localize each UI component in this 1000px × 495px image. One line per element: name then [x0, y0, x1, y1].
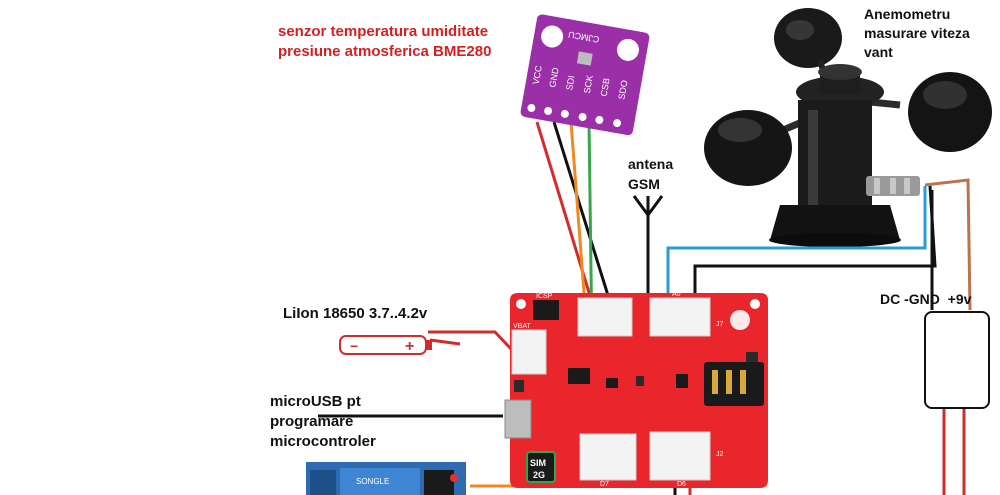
- battery-icon: − +: [339, 335, 432, 355]
- sim-2g-badge: [526, 451, 556, 483]
- antenna-label-line2: GSM: [628, 176, 660, 192]
- bme280-sensor-board: CJMCU VCC GND SDI SCK CSB SDO: [520, 14, 650, 136]
- j2-label: J2: [716, 451, 724, 458]
- usb-label-line1: microUSB pt: [270, 393, 361, 410]
- antenna-label-line1: antena: [628, 156, 674, 172]
- dc-supply-box: [924, 311, 990, 409]
- sensor-pin-label: SDI: [564, 75, 576, 92]
- vbat-label: VBAT: [513, 323, 531, 330]
- main-board: ICSP A0 J7 VBAT J2 D7 D6 SIM 2G: [504, 291, 768, 488]
- battery-plus-sign: +: [405, 338, 414, 355]
- sim-badge-line2: 2G: [533, 470, 545, 480]
- d7-label: D7: [600, 481, 609, 488]
- anemometer-label-line3: vant: [864, 44, 893, 60]
- sensor-pin-label: CSB: [599, 77, 612, 97]
- sensor-pin-label: GND: [547, 66, 560, 88]
- relay-brand: SONGLE: [356, 477, 389, 486]
- usb-label-line3: microcontroler: [270, 433, 376, 450]
- bme280-label-line1: senzor temperatura umiditate: [278, 23, 489, 40]
- sensor-pin-label: SDO: [616, 79, 629, 100]
- a0-label: A0: [672, 291, 681, 298]
- battery-label: LiIon 18650 3.7..4.2v: [283, 305, 428, 322]
- sensor-pin-label: SCK: [582, 74, 595, 94]
- anemometer-image: [704, 8, 992, 247]
- dc-supply-label: DC -GND +9v: [880, 291, 972, 307]
- sim-badge-line1: SIM: [530, 458, 546, 468]
- j7-label: J7: [716, 321, 724, 328]
- bme280-label-line2: presiune atmosferica BME280: [278, 43, 492, 60]
- icsp-label: ICSP: [536, 293, 553, 300]
- d6-label: D6: [677, 481, 686, 488]
- sensor-pin-label: VCC: [531, 64, 544, 85]
- anemometer-label-line2: masurare viteza: [864, 25, 970, 41]
- battery-minus-sign: −: [350, 338, 358, 354]
- anemometer-label-line1: Anemometru: [864, 6, 951, 22]
- usb-label-line2: programare: [270, 413, 354, 430]
- relay-module: SONGLE: [306, 462, 466, 495]
